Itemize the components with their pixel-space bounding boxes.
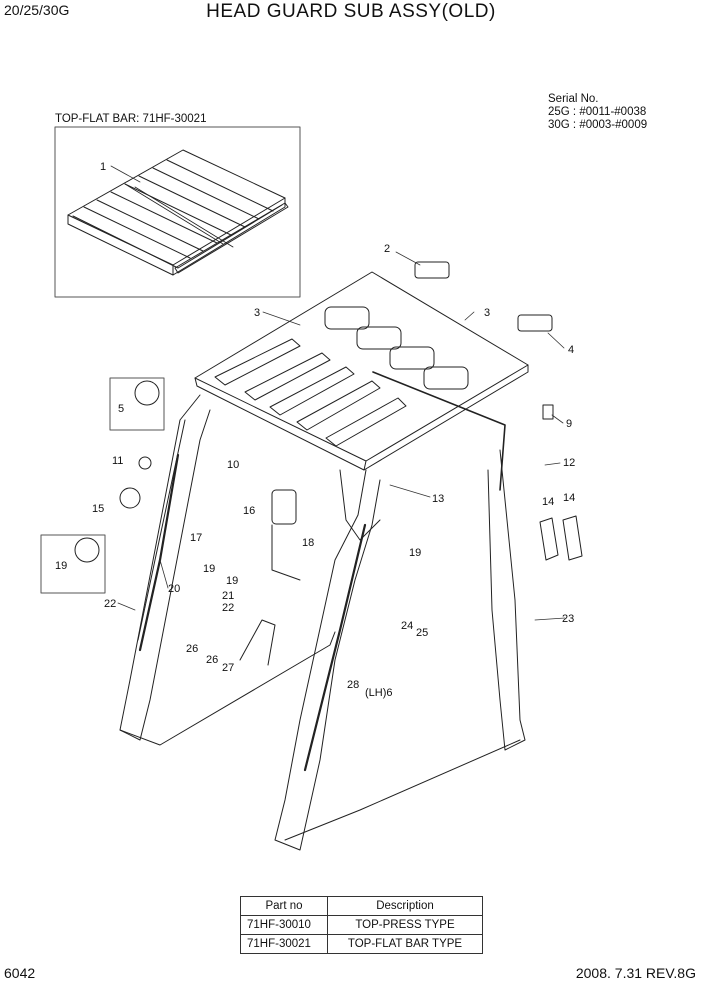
model-code: 20/25/30G (4, 2, 70, 18)
callout-22: 12 (563, 457, 575, 469)
callout-5: 16 (243, 505, 255, 517)
table-header-row: Part no Description (240, 896, 483, 916)
serial-line-25g: 25G : #0011-#0038 (548, 106, 647, 118)
callout-27: 13 (432, 493, 444, 505)
callout-13: 10 (227, 459, 239, 471)
callout-7-rh: 22 (222, 602, 234, 614)
callout-1: 23 (562, 613, 574, 625)
head-guard-frame-drawing (40, 261, 583, 851)
callout-4: 11 (112, 455, 123, 467)
serial-number-block: Serial No. 25G : #0011-#0038 30G : #0003… (548, 93, 647, 132)
callout-11: 27 (222, 662, 234, 674)
flat-bar-roof-drawing (67, 149, 289, 276)
callout-17: 25 (416, 627, 428, 639)
head-guard-roof-drawing (194, 271, 529, 491)
callout-19-a: 17 (190, 532, 202, 544)
part-no-cell: 71HF-30010 (240, 915, 328, 935)
description-cell: TOP-PRESS TYPE (327, 915, 483, 935)
callout-20: 9 (566, 418, 572, 430)
callout-25: 19 (55, 560, 67, 572)
callout-26: 4 (568, 344, 574, 356)
inset-frame (54, 126, 301, 298)
inset-label: TOP-FLAT BAR: 71HF-30021 (55, 113, 207, 125)
page-title: HEAD GUARD SUB ASSY(OLD) (206, 1, 496, 22)
callout-leaders (110, 165, 566, 621)
callout-9: 14 (542, 496, 554, 508)
part-no-cell: 71HF-30021 (240, 934, 328, 954)
callout-2: 22 (104, 598, 116, 610)
callout-26-top: 2 (384, 243, 390, 255)
date-revision: 2008. 7.31 REV.8G (575, 965, 696, 981)
callout-19-b: 18 (302, 537, 314, 549)
callout-6-lh: 21 (222, 590, 234, 602)
table-row: 71HF-30010 TOP-PRESS TYPE (240, 915, 483, 935)
serial-line-30g: 30G : #0003-#0009 (548, 119, 648, 131)
callout-28: 20 (168, 583, 180, 595)
description-cell: TOP-FLAT BAR TYPE (327, 934, 483, 954)
callout-21: 26 (206, 654, 218, 666)
parts-table: Part no Description 71HF-30010 TOP-PRESS… (240, 896, 483, 954)
callout-14-a: 19 (226, 575, 238, 587)
callout-24: 5 (118, 403, 124, 415)
callout-12: 15 (92, 503, 104, 515)
callout-15: 26 (186, 643, 198, 655)
header-description: Description (327, 896, 483, 916)
table-row: 71HF-30021 TOP-FLAT BAR TYPE (240, 934, 483, 954)
callout-16: (LH)6 (365, 687, 393, 699)
callout-3: 3 (254, 307, 260, 319)
page-number: 6042 (4, 965, 36, 981)
serial-heading: Serial No. (548, 93, 599, 105)
callout-19-c: 19 (409, 547, 421, 559)
callout-labels: 1 2 3 3 4 5 9 10 11 12 13 14 14 15 16 17… (55, 161, 575, 699)
callout-23: 28 (347, 679, 359, 691)
callout-18: 19 (203, 563, 215, 575)
header-part-no: Part no (240, 896, 328, 916)
callout-14-b: 24 (401, 620, 413, 632)
callout-10: 14 (563, 492, 575, 504)
callout-3-inset: 1 (100, 161, 106, 173)
callout-22-top: 3 (484, 307, 490, 319)
